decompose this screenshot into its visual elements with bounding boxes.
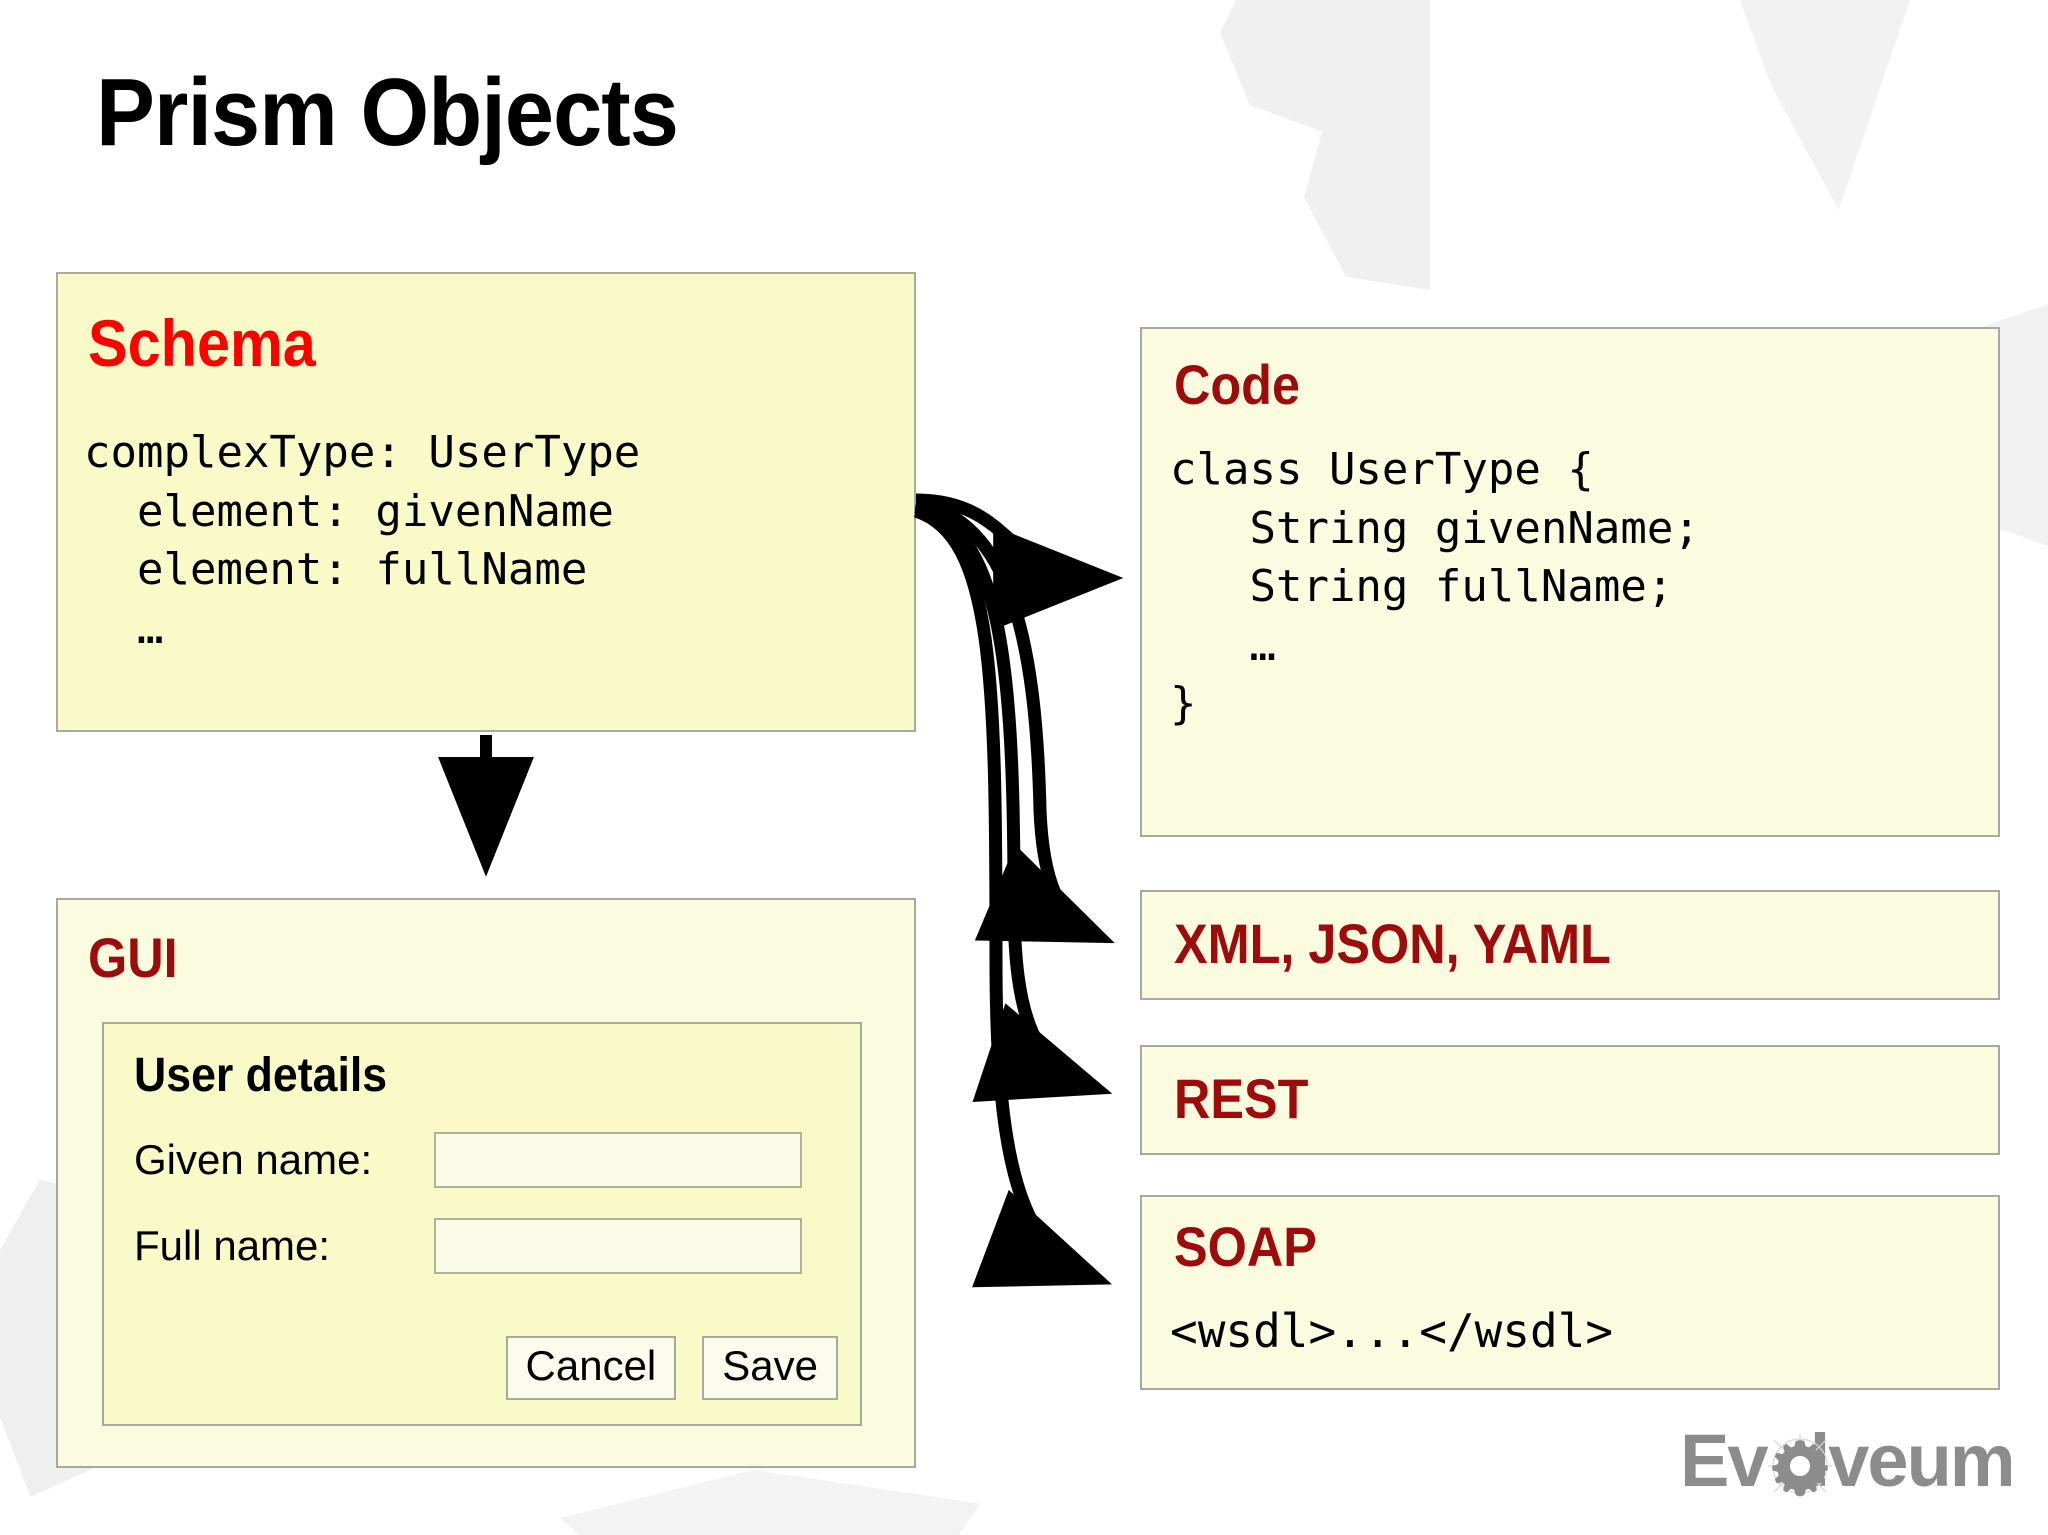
evolveum-logo-text: Evolveum (1680, 1418, 2016, 1503)
evolveum-logo: Evolveum (1680, 1418, 2020, 1510)
soap-box: SOAP <wsdl>...</wsdl> (1140, 1195, 2000, 1390)
given-name-input[interactable] (434, 1132, 802, 1188)
soap-wsdl-text: <wsdl>...</wsdl> (1170, 1304, 1614, 1358)
serialization-formats-box: XML, JSON, YAML (1140, 890, 2000, 1000)
full-name-field-row: Full name: (134, 1218, 802, 1274)
given-name-field-row: Given name: (134, 1132, 802, 1188)
form-button-row: Cancel Save (505, 1335, 838, 1400)
background-watermark-shape (1220, 0, 1430, 290)
code-heading: Code (1174, 353, 1300, 416)
rest-heading: REST (1174, 1067, 1309, 1130)
arrow-schema-to-rest (914, 500, 1113, 1102)
schema-code-text: complexType: UserType element: givenName… (84, 427, 641, 654)
schema-heading: Schema (88, 306, 316, 380)
rest-box: REST (1140, 1045, 2000, 1155)
gui-box: GUI User details Given name: Full name: … (56, 898, 916, 1468)
schema-box: Schema complexType: UserType element: gi… (56, 272, 916, 732)
cancel-button[interactable]: Cancel (505, 1335, 677, 1400)
soap-heading: SOAP (1174, 1215, 1317, 1278)
given-name-label: Given name: (134, 1136, 373, 1183)
gui-heading: GUI (88, 926, 178, 989)
background-watermark-shape (1740, 0, 1910, 210)
code-snippet-text: class UserType { String givenName; Strin… (1170, 444, 1700, 730)
arrow-schema-to-code (915, 493, 1124, 630)
evolveum-logo-text-after: lveum (1809, 1419, 2016, 1502)
serialization-formats-heading: XML, JSON, YAML (1174, 912, 1611, 975)
arrow-schema-to-serialization (914, 496, 1115, 944)
save-button[interactable]: Save (702, 1335, 838, 1400)
arrow-schema-to-soap (913, 504, 1113, 1288)
code-box: Code class UserType { String givenName; … (1140, 327, 2000, 837)
gear-compass-icon (1768, 1434, 1832, 1498)
user-details-form-panel: User details Given name: Full name: Canc… (102, 1022, 862, 1426)
evolveum-logo-text-before: Ev (1680, 1419, 1769, 1502)
background-watermark-shape (560, 1470, 980, 1535)
page-title: Prism Objects (96, 59, 679, 166)
form-title: User details (134, 1049, 388, 1102)
full-name-label: Full name: (134, 1222, 331, 1269)
full-name-input[interactable] (434, 1218, 802, 1274)
